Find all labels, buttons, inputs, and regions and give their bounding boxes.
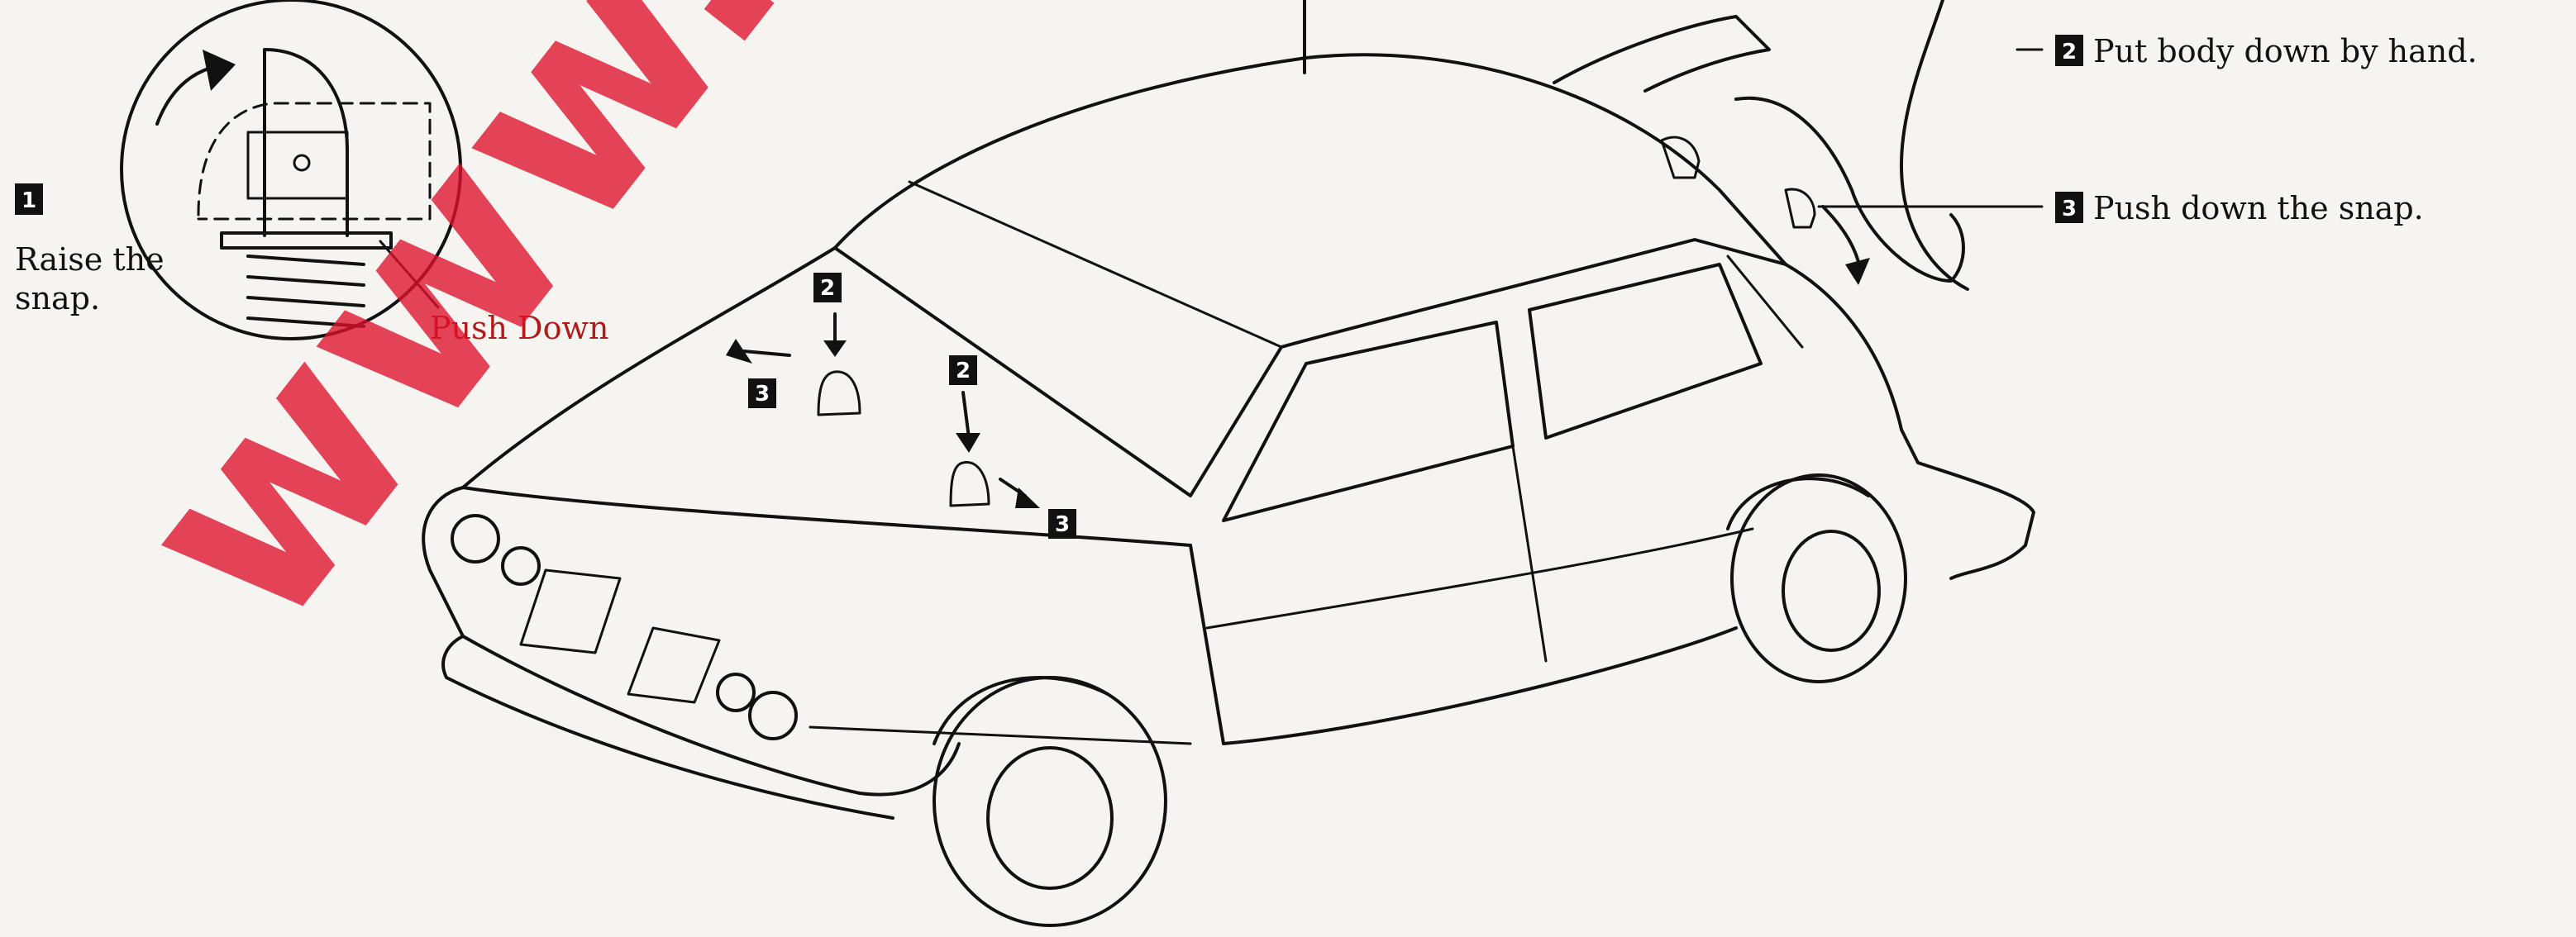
headlight-outer-right — [750, 692, 796, 739]
watermark: www. — [74, 0, 842, 684]
step-1-callout: 1 Raise the snap. — [15, 183, 165, 316]
front-window — [1224, 322, 1513, 521]
windshield — [835, 240, 1786, 496]
roof-line — [835, 55, 1786, 264]
step-2-number: 2 — [2062, 40, 2077, 64]
front-left-snap-icon — [818, 372, 860, 415]
hand-thumb — [1901, 0, 1968, 289]
front-right-snap-markers: 2 3 — [949, 355, 1076, 539]
step-1-line-1: Raise the — [15, 241, 165, 278]
marker-2-front-right-label: 2 — [956, 359, 971, 383]
headlight-inner-right — [718, 674, 754, 711]
rear-wheel-arch — [1728, 478, 1868, 529]
front-right-snap-icon — [951, 463, 989, 506]
left-arrow-icon — [744, 351, 789, 355]
headlight-outer-left — [452, 516, 499, 562]
step-3-text: Push down the snap. — [2093, 190, 2424, 226]
hand-fingers — [1736, 98, 1963, 281]
front-left-snap-markers: 2 3 — [726, 273, 860, 415]
snap-hole-icon — [294, 155, 309, 170]
hood-front-edge — [463, 488, 1190, 545]
marker-2-front-left-label: 2 — [820, 276, 835, 301]
rear-push-arrow-icon — [1823, 207, 1860, 269]
rear-hub — [1783, 531, 1879, 650]
door-crease — [1207, 529, 1753, 628]
rear-window — [1529, 264, 1761, 438]
hand-upper — [1554, 17, 1769, 91]
front-hub — [988, 748, 1112, 888]
marker-3-front-left-label: 3 — [755, 382, 770, 407]
step-3-number: 3 — [2062, 197, 2077, 221]
headlight-inner-left — [503, 548, 539, 584]
raise-arrowhead-icon — [203, 50, 236, 91]
step-2-text: Put body down by hand. — [2093, 33, 2478, 69]
step-1-number: 1 — [21, 188, 36, 213]
down-arrow-icon — [963, 392, 969, 438]
door-seam — [1513, 446, 1546, 661]
step-1-line-2: snap. — [15, 280, 100, 316]
grille-right — [628, 628, 719, 702]
step-3-callout: 3 Push down the snap. — [2055, 190, 2424, 226]
rear-snap-right-icon — [1786, 189, 1815, 227]
body-side — [1190, 545, 1736, 744]
grille-left — [521, 570, 620, 653]
marker-3-front-right-label: 3 — [1055, 512, 1070, 537]
front-bumper — [423, 488, 959, 795]
step-2-callout: 2 Put body down by hand. — [2055, 33, 2478, 69]
